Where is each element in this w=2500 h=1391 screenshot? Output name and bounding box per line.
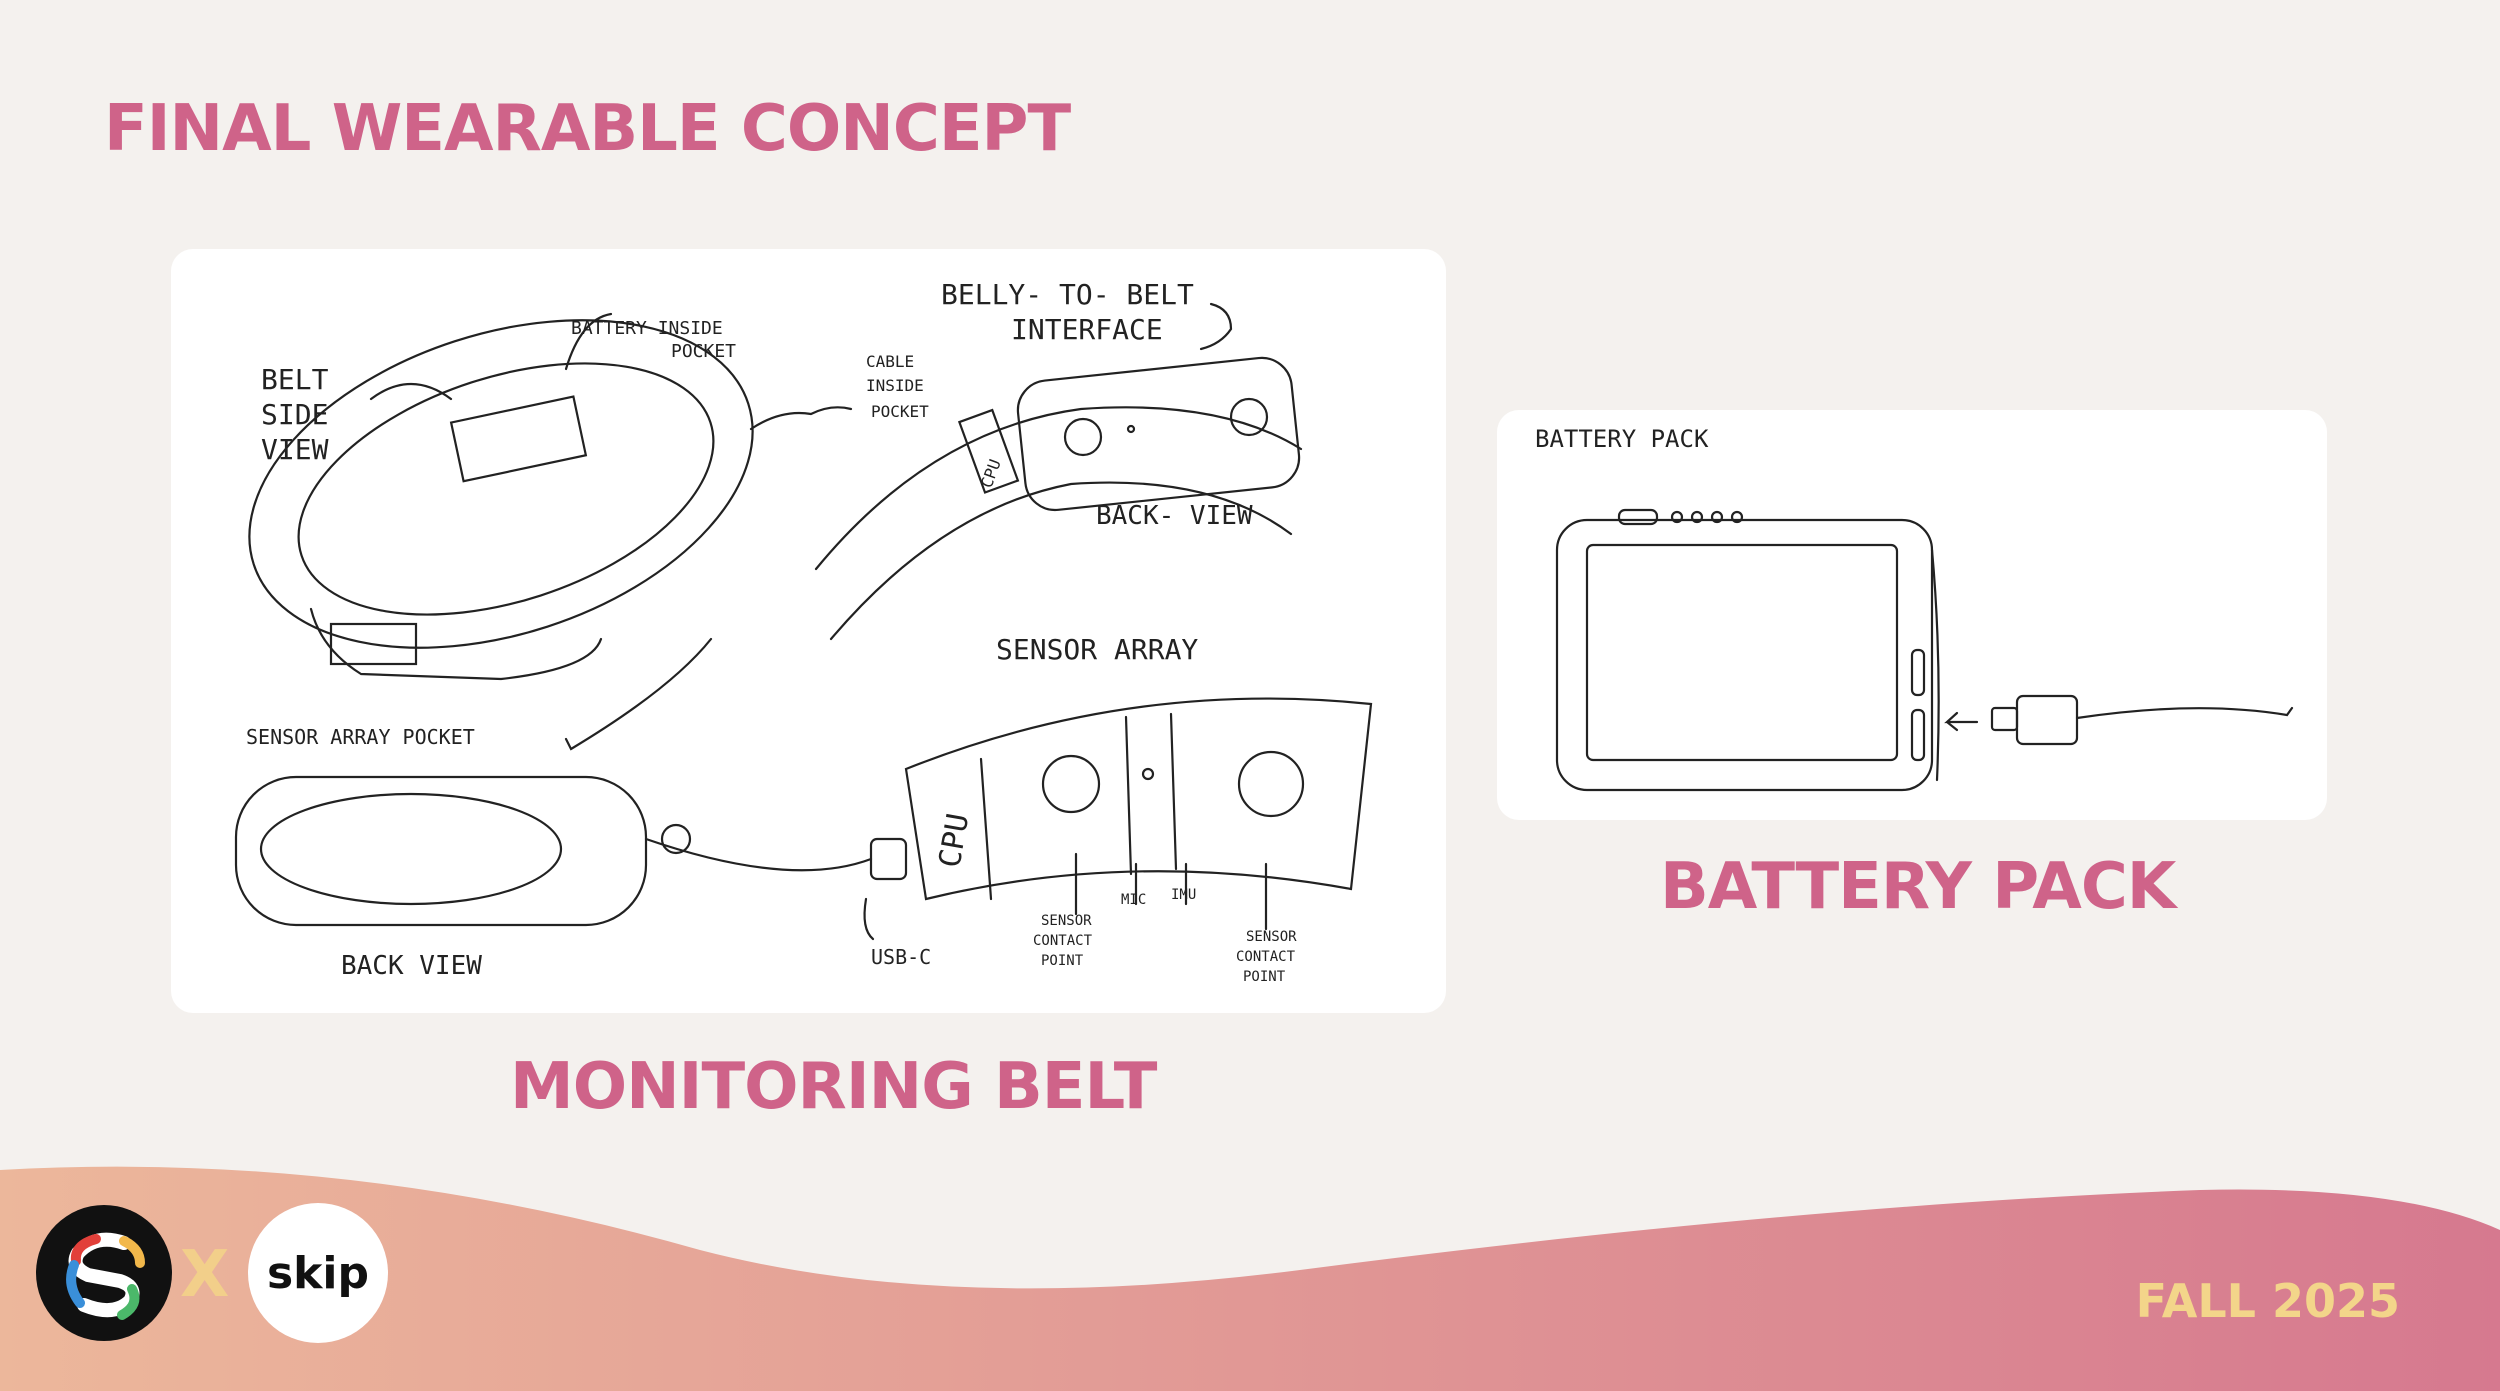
belt-caption: MONITORING BELT — [510, 1050, 1157, 1124]
annotation-back-view-bottom: BACK VIEW — [341, 951, 482, 981]
belt-side-inner — [297, 362, 715, 616]
annotation-back-view-top: BACK- VIEW — [1096, 501, 1253, 531]
belt-side-outer — [248, 319, 754, 649]
belt-sketch-card: BELT SIDE VIEW BATTERY INSIDE POCKET CAB… — [171, 249, 1446, 1013]
battery-body — [1555, 518, 1934, 792]
annotation-usb-c: USB-C — [871, 945, 931, 969]
annotation-belt-side-view-1: BELT — [261, 363, 329, 396]
belt-back-arc — [814, 406, 1303, 571]
annotation-sensor-contact-right-3: POINT — [1243, 969, 1286, 985]
annotation-belt-side-view-2: SIDE — [261, 398, 328, 431]
annotation-battery-inside-1: BATTERY INSIDE — [571, 318, 723, 339]
partner-separator: X — [180, 1238, 230, 1312]
annotation-imu: IMU — [1171, 887, 1196, 903]
belt-side-band — [309, 607, 603, 681]
battery-sketch-label: BATTERY PACK — [1535, 425, 1709, 453]
annotation-cable-inside-2: INSIDE — [866, 376, 924, 395]
annotation-battery-inside-2: POCKET — [671, 341, 736, 362]
sensor-array-body — [904, 697, 1373, 901]
annotation-sensor-contact-left-2: CONTACT — [1033, 933, 1093, 949]
footer-wave — [0, 1166, 2500, 1391]
battery-pocket — [449, 395, 588, 483]
sensor-pad-top — [1016, 356, 1301, 512]
usb-plug-body — [2015, 694, 2079, 746]
annotation-interface-1: BELLY- TO- BELT — [941, 278, 1194, 311]
annotation-cpu-small: CPU — [977, 457, 1005, 491]
sensor-pocket — [234, 775, 648, 927]
annotation-sensor-array-pocket: SENSOR ARRAY POCKET — [246, 725, 475, 749]
annotation-cable-inside-3: POCKET — [871, 402, 929, 421]
partner-logo-s — [36, 1205, 172, 1341]
annotation-interface-2: INTERFACE — [1011, 313, 1163, 346]
annotation-belt-side-view-3: VIEW — [261, 433, 329, 466]
annotation-mic: MIC — [1121, 892, 1146, 908]
buckle-holes — [329, 622, 418, 666]
annotation-cpu-large: CPU — [932, 811, 976, 870]
cpu-module-small — [957, 408, 1020, 494]
belt-sketch-drawing: BELT SIDE VIEW BATTERY INSIDE POCKET CAB… — [234, 278, 1373, 985]
sensor-contact-left — [1041, 754, 1101, 814]
slide-title: FINAL WEARABLE CONCEPT — [104, 92, 1071, 166]
battery-sketch-drawing: BATTERY PACK — [1535, 425, 2294, 792]
annotation-sensor-contact-right-2: CONTACT — [1236, 949, 1296, 965]
sensor-contact-right — [1237, 750, 1305, 818]
annotation-sensor-array: SENSOR ARRAY — [996, 633, 1198, 666]
annotation-sensor-contact-left-3: POINT — [1041, 953, 1084, 969]
annotation-sensor-contact-right-1: SENSOR — [1246, 929, 1297, 945]
annotation-cable-inside-1: CABLE — [866, 352, 914, 371]
battery-caption: BATTERY PACK — [1660, 850, 2176, 924]
usb-plug-head — [1990, 706, 2019, 732]
battery-sketch-card: BATTERY PACK — [1497, 410, 2327, 820]
annotation-sensor-contact-left-1: SENSOR — [1041, 913, 1092, 929]
battery-button — [1617, 508, 1659, 526]
season-label: FALL 2025 — [2135, 1274, 2400, 1328]
partner-logo-skip: skip — [248, 1203, 388, 1343]
